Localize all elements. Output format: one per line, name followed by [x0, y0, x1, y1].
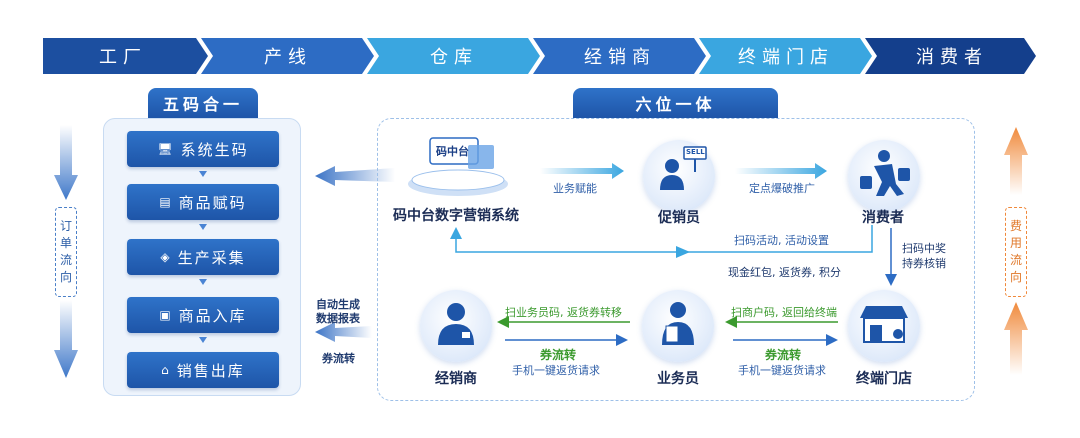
- edge-label-return-1: 手机一键返货请求: [512, 364, 600, 377]
- step-label: 销售出库: [176, 361, 245, 380]
- cost-flow-char: 用: [1009, 236, 1022, 250]
- step-stock-out: ⌂ 销售出库: [127, 352, 279, 388]
- order-flow-label: 订 单 流 向: [55, 207, 77, 297]
- edge-label-promotion: 定点爆破推广: [749, 182, 815, 195]
- cost-flow-char: 费: [1009, 219, 1022, 233]
- chain-label-factory: 工厂: [99, 47, 147, 68]
- edge-label-coupon-1: 券流转: [540, 348, 577, 362]
- node-salesman: 业务员: [657, 371, 699, 387]
- cost-arrow-lower: [1004, 302, 1028, 375]
- step-label: 商品入库: [178, 306, 247, 325]
- chain-chevrons: [43, 38, 1036, 74]
- arrow-promoter-consumer: [735, 163, 827, 179]
- step-arrow: [199, 337, 207, 343]
- chain-label-line: 产线: [264, 47, 312, 68]
- step-stock-in: ▣ 商品入库: [127, 297, 279, 333]
- cost-flow-char: 向: [1009, 270, 1022, 284]
- order-flow-char: 订: [59, 219, 72, 233]
- chain-label-warehouse: 仓库: [430, 47, 478, 68]
- right-panel-title: 六位一体: [573, 88, 778, 118]
- warehouse-icon: ⌂: [161, 363, 171, 377]
- order-arrow-lower: [54, 300, 78, 378]
- edge-label-rewards: 现金红包, 返货券, 积分: [728, 266, 841, 279]
- report-upper-arrow: [315, 166, 395, 186]
- chevron-dealer: [533, 38, 706, 74]
- edge-label-scan-win: 扫码中奖: [902, 242, 946, 255]
- step-label: 生产采集: [177, 248, 246, 267]
- monitor-icon: 🖥: [157, 142, 175, 156]
- order-flow-char: 流: [59, 253, 72, 267]
- order-flow-char: 向: [59, 270, 72, 284]
- arrow-platform-promoter: [540, 163, 624, 179]
- box-in-icon: ▣: [159, 308, 173, 322]
- coupon-flow-label: 券流转: [322, 352, 355, 365]
- chain-label-store: 终端门店: [738, 47, 834, 68]
- left-panel-title: 五码合一: [148, 88, 258, 118]
- platform-badge-text: 码中台: [436, 145, 469, 158]
- supply-chain-bar: 工厂 产线 仓库 经销商 终端门店 消费者: [43, 38, 1036, 74]
- edge-label-verify: 持券核销: [902, 257, 946, 270]
- node-promoter: 促销员: [658, 210, 700, 226]
- document-icon: ▤: [159, 195, 173, 209]
- step-arrow: [199, 279, 207, 285]
- coupon-arrow: [315, 322, 372, 342]
- node-consumer: 消费者: [862, 210, 904, 226]
- cost-flow-label: 费 用 流 向: [1005, 207, 1027, 297]
- five-codes-panel: 🖥 系统生码 ▤ 商品赋码 ◈ 生产采集 ▣ 商品入库 ⌂ 销售出库: [103, 118, 301, 396]
- chevron-consumer: [865, 38, 1036, 74]
- edge-label-scan-store: 扫商户码, 返回给终端: [731, 306, 837, 319]
- arrow-feedback-loop: [450, 225, 873, 253]
- chain-label-dealer: 经销商: [584, 47, 656, 68]
- chevron-line: [201, 38, 374, 74]
- feedback-arrow-head: [676, 246, 690, 258]
- step-label: 系统生码: [180, 140, 249, 159]
- report-label-2: 数据报表: [316, 312, 360, 325]
- stack-icon: ◈: [160, 250, 172, 264]
- chevron-store: [699, 38, 872, 74]
- edge-label-feedback: 扫码活动, 活动设置: [734, 234, 829, 247]
- edge-label-return-2: 手机一键返货请求: [738, 364, 826, 377]
- chevron-factory: [43, 38, 208, 74]
- cost-arrow-upper: [1004, 127, 1028, 195]
- order-arrow-upper: [54, 125, 78, 200]
- step-arrow: [199, 171, 207, 177]
- order-flow-char: 单: [59, 236, 72, 250]
- six-in-one-panel: [377, 118, 975, 401]
- step-arrow: [199, 224, 207, 230]
- node-dealer: 经销商: [435, 371, 477, 387]
- chevron-warehouse: [367, 38, 540, 74]
- step-label: 商品赋码: [178, 193, 247, 212]
- sell-sign-text: SELL: [686, 148, 705, 156]
- node-store: 终端门店: [856, 371, 912, 387]
- report-label-1: 自动生成: [316, 298, 360, 311]
- edge-label-enable: 业务赋能: [553, 182, 597, 195]
- node-platform: 码中台数字营销系统: [393, 208, 519, 224]
- step-production-collect: ◈ 生产采集: [127, 239, 279, 275]
- step-generate-code: 🖥 系统生码: [127, 131, 279, 167]
- edge-label-scan-salesman: 扫业务员码, 返货券转移: [505, 306, 622, 319]
- edge-label-coupon-2: 券流转: [765, 348, 802, 362]
- chain-label-consumer: 消费者: [916, 47, 988, 68]
- step-assign-code: ▤ 商品赋码: [127, 184, 279, 220]
- cost-flow-char: 流: [1009, 253, 1022, 267]
